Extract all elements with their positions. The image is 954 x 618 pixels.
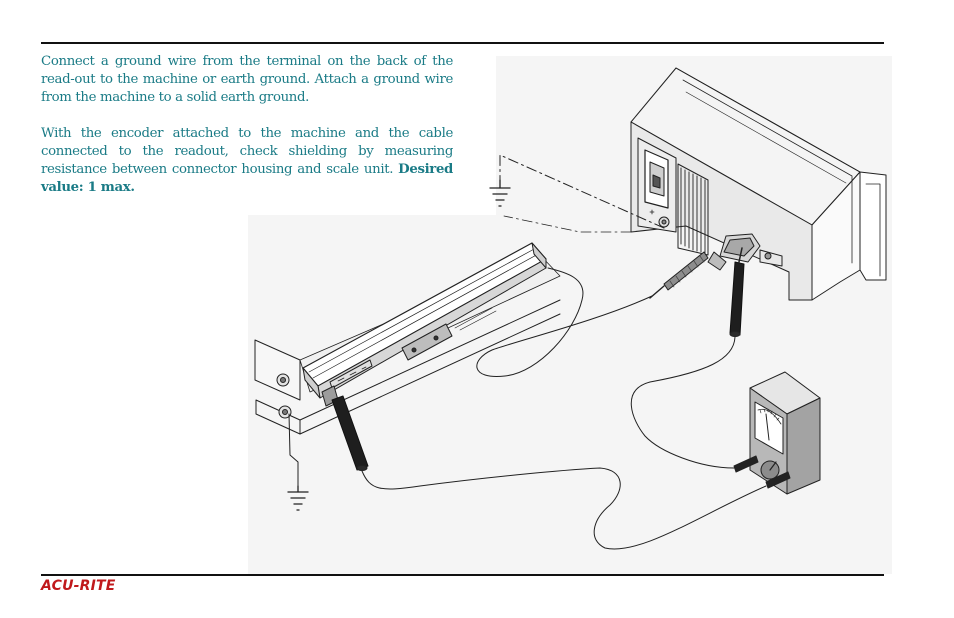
earth-ground-icon	[489, 179, 511, 207]
brand-logo-text: ACU-RITE	[41, 578, 116, 594]
shielding-check-text: With the encoder attached to the machine…	[41, 126, 453, 177]
ohmmeter	[733, 371, 821, 495]
header-rule	[41, 42, 884, 44]
connector-probe	[729, 247, 745, 337]
shielding-check-paragraph: With the encoder attached to the machine…	[41, 125, 453, 197]
ground-wire-paragraph: Connect a ground wire from the terminal …	[41, 54, 453, 105]
encoder-scale-assembly	[254, 242, 561, 435]
desired-value-emphasis: Desired value: 1 max.	[41, 162, 453, 195]
readout-unit	[630, 67, 887, 301]
instruction-text: Connect a ground wire from the terminal …	[41, 53, 453, 215]
footer-rule	[41, 574, 884, 576]
test-leads-and-cables	[288, 154, 767, 550]
encoder-cable-connector	[649, 233, 761, 299]
scale-probe	[331, 395, 369, 471]
machine-ground-icon	[287, 485, 309, 511]
